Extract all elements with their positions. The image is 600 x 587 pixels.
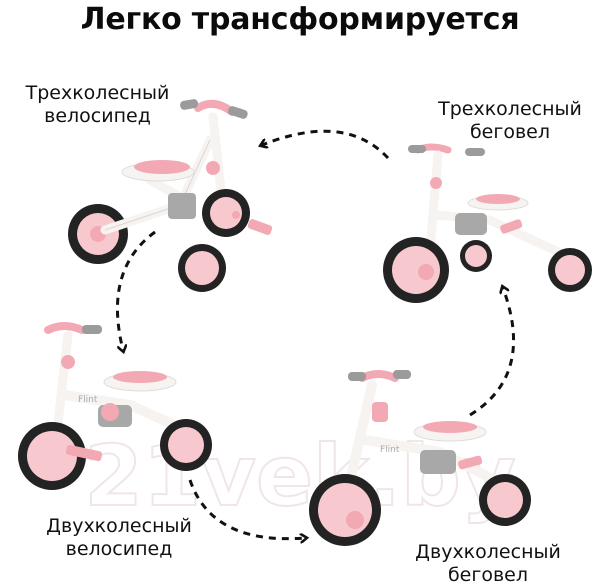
label-line-2: беговел bbox=[469, 121, 551, 143]
arrow-right-to-left-top bbox=[262, 129, 390, 160]
label-three-wheel-balance: Трехколесный беговел bbox=[410, 98, 600, 144]
label-two-wheel-bike: Двухколесный велосипед bbox=[14, 515, 224, 561]
label-line-2: беговел bbox=[447, 564, 529, 586]
two-wheel-bike-image: Flint bbox=[18, 322, 212, 490]
three-wheel-balance-image bbox=[383, 143, 592, 303]
label-line-2: велосипед bbox=[44, 105, 151, 127]
label-line-1: Трехколесный bbox=[438, 98, 582, 120]
page-title: Легко трансформируется bbox=[80, 2, 520, 37]
label-two-wheel-balance: Двухколесный беговел bbox=[388, 541, 588, 587]
arrow-bottom-left-right bbox=[188, 479, 305, 539]
label-line-1: Трехколесный bbox=[25, 82, 170, 104]
brand-text-2: Flint bbox=[380, 445, 400, 455]
watermark-text: 21vek.by bbox=[84, 427, 515, 525]
arrow-bottom-right-up bbox=[469, 288, 516, 417]
label-line-2: велосипед bbox=[65, 538, 173, 560]
label-line-1: Двухколесный bbox=[415, 541, 561, 563]
arrow-top-left-down bbox=[116, 230, 156, 350]
two-wheel-balance-image: Flint bbox=[309, 370, 531, 546]
label-line-1: Двухколесный bbox=[46, 515, 192, 537]
brand-text: Flint bbox=[78, 395, 98, 405]
label-three-wheel-bike: Трехколесный велосипед bbox=[0, 82, 195, 128]
